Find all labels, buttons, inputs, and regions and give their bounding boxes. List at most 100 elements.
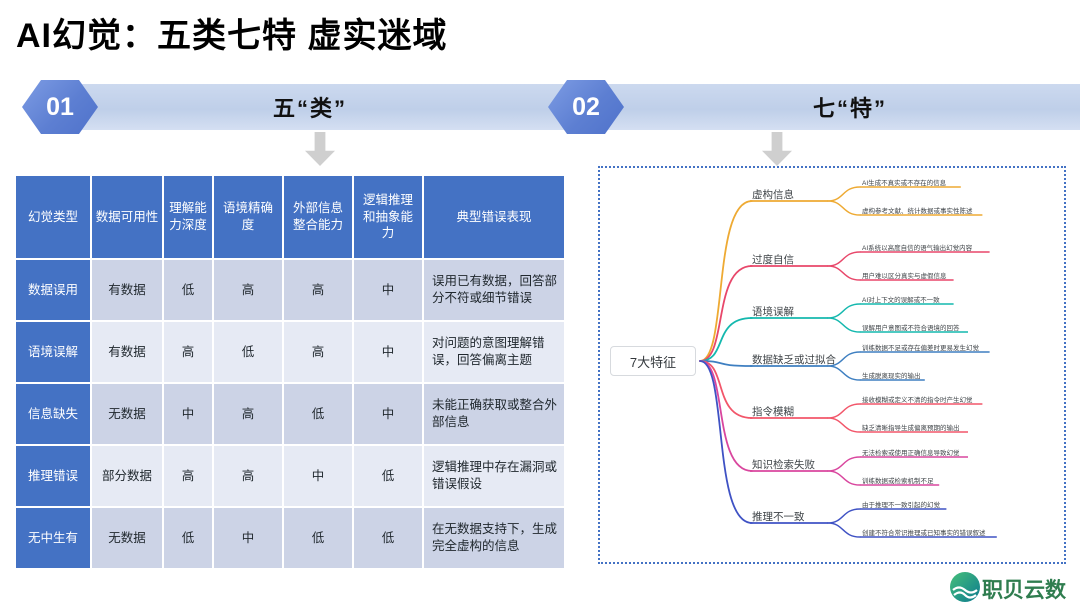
col-header-reasoning: 逻辑推理和抽象能力 (354, 176, 422, 258)
cell-availability: 有数据 (92, 322, 162, 382)
mindmap-branch-label: 推理不一致 (752, 511, 805, 523)
mindmap-branch-label: 语境误解 (752, 306, 794, 318)
down-arrow-icon-right (762, 132, 792, 166)
cell-external: 高 (284, 260, 352, 320)
table-row: 语境误解 有数据 高 低 高 中 对问题的意图理解错误，回答偏离主题 (16, 322, 564, 382)
cell-availability: 部分数据 (92, 446, 162, 506)
cell-availability: 有数据 (92, 260, 162, 320)
mindmap-leaf-link (827, 265, 861, 281)
hallucination-types-table: 幻觉类型 数据可用性 理解能力深度 语境精确度 外部信息整合能力 逻辑推理和抽象… (14, 174, 566, 570)
mindmap-panel: 7大特征 虚构信息 AI生成不真实或不存在的信息虚构参考文献、统计数据或事实性陈述… (598, 166, 1066, 564)
mindmap-leaf-link (827, 417, 861, 433)
table-row: 信息缺失 无数据 中 高 低 中 未能正确获取或整合外部信息 (16, 384, 564, 444)
cell-reasoning: 中 (354, 260, 422, 320)
mindmap-branch-label: 知识检索失败 (752, 459, 815, 471)
mindmap-branch-label: 指令模糊 (752, 406, 794, 418)
cell-availability: 无数据 (92, 384, 162, 444)
cell-external: 高 (284, 322, 352, 382)
cell-error: 未能正确获取或整合外部信息 (424, 384, 564, 444)
mindmap-leaf-link (827, 522, 861, 538)
mindmap-leaf-label: 无法检索或使用正确信息导致幻觉 (862, 450, 960, 457)
table-row: 无中生有 无数据 低 中 低 低 在无数据支持下，生成完全虚构的信息 (16, 508, 564, 568)
mindmap-leaf-label: 训练数据或检索机制不足 (862, 478, 934, 485)
mindmap-leaf-label: 由于推理不一致引起的幻觉 (862, 502, 940, 509)
cell-error: 逻辑推理中存在漏洞或错误假设 (424, 446, 564, 506)
col-header-type: 幻觉类型 (16, 176, 90, 258)
mindmap-leaf-label: 生成脱离现实的输出 (862, 373, 921, 380)
mindmap-branch-link (699, 360, 753, 367)
mindmap-leaf-label: AI系统以高度自信的语气输出幻觉内容 (862, 245, 973, 252)
mindmap-leaf-link (827, 186, 861, 202)
table-row: 推理错误 部分数据 高 高 中 低 逻辑推理中存在漏洞或错误假设 (16, 446, 564, 506)
mindmap-leaf-link (827, 470, 861, 486)
cell-context: 高 (214, 446, 282, 506)
cell-reasoning: 中 (354, 322, 422, 382)
mindmap-leaf-label: 误解用户意图或不符合语境的回答 (862, 325, 960, 332)
section-number-02: 02 (548, 80, 624, 134)
mindmap-leaf-link (827, 456, 861, 472)
mindmap-leaf-link (827, 403, 861, 419)
col-header-context: 语境精确度 (214, 176, 282, 258)
cell-context: 高 (214, 384, 282, 444)
cell-type: 语境误解 (16, 322, 90, 382)
cell-error: 对问题的意图理解错误，回答偏离主题 (424, 322, 564, 382)
cell-comprehension: 低 (164, 260, 212, 320)
mindmap-branch-label: 过度自信 (752, 254, 794, 266)
cell-context: 低 (214, 322, 282, 382)
mindmap-leaf-link (827, 200, 861, 216)
mindmap-leaf-label: AI对上下文的误解或不一致 (862, 297, 940, 304)
cell-type: 无中生有 (16, 508, 90, 568)
mindmap-leaf-label: AI生成不真实或不存在的信息 (862, 180, 947, 187)
mindmap-branch-link (699, 360, 753, 419)
mindmap-leaf-label: 训练数据不足或存在偏差时更易发生幻觉 (862, 345, 979, 352)
section-bar-row: 01 02 五“类” 七“特” (0, 80, 1080, 134)
down-arrow-icon-left (305, 132, 335, 166)
section-band-2 (600, 84, 1080, 130)
mindmap-branch-link (699, 265, 753, 362)
cell-comprehension: 低 (164, 508, 212, 568)
table-header-row: 幻觉类型 数据可用性 理解能力深度 语境精确度 外部信息整合能力 逻辑推理和抽象… (16, 176, 564, 258)
cell-error: 在无数据支持下，生成完全虚构的信息 (424, 508, 564, 568)
wave-globe-logo-icon (950, 572, 980, 602)
brand-name: 职贝云数 (982, 579, 1066, 602)
mindmap-branch-link (699, 360, 753, 472)
mindmap-leaf-label: 接收模糊或定义不清的指令时产生幻觉 (862, 397, 973, 404)
cell-type: 信息缺失 (16, 384, 90, 444)
cell-external: 低 (284, 384, 352, 444)
mindmap-root-node: 7大特征 (610, 346, 696, 376)
cell-context: 中 (214, 508, 282, 568)
cell-external: 中 (284, 446, 352, 506)
section-label-02: 七“特” (812, 96, 887, 121)
col-header-external: 外部信息整合能力 (284, 176, 352, 258)
mindmap-leaf-label: 创建不符合常识推理或已知事实的错误叙述 (862, 530, 986, 537)
cell-context: 高 (214, 260, 282, 320)
cell-type: 数据误用 (16, 260, 90, 320)
cell-comprehension: 中 (164, 384, 212, 444)
brand-logo: 职贝云数 (948, 570, 1070, 604)
cell-comprehension: 高 (164, 446, 212, 506)
mindmap-leaf-label: 缺乏清晰指导生成偏离预期的输出 (862, 425, 960, 432)
mindmap-leaf-link (827, 303, 861, 319)
mindmap-connectors (699, 186, 997, 538)
col-header-availability: 数据可用性 (92, 176, 162, 258)
cell-type: 推理错误 (16, 446, 90, 506)
col-header-comprehension: 理解能力深度 (164, 176, 212, 258)
cell-comprehension: 高 (164, 322, 212, 382)
cell-external: 低 (284, 508, 352, 568)
mindmap-branch-link (699, 317, 753, 362)
mindmap-leaf-label: 虚构参考文献、统计数据或事实性陈述 (862, 208, 973, 215)
mindmap-branch-label: 虚构信息 (752, 189, 794, 201)
mindmap-leaf-link (827, 508, 861, 524)
section-label-01: 五“类” (272, 96, 347, 121)
cell-reasoning: 中 (354, 384, 422, 444)
cell-error: 误用已有数据，回答部分不符或细节错误 (424, 260, 564, 320)
mindmap-leaf-link (827, 365, 861, 381)
cell-reasoning: 低 (354, 508, 422, 568)
mindmap-leaf-link (827, 251, 861, 267)
cell-reasoning: 低 (354, 446, 422, 506)
mindmap-branch-link (699, 360, 753, 524)
section-band-1 (58, 84, 568, 130)
col-header-error: 典型错误表现 (424, 176, 564, 258)
table-row: 数据误用 有数据 低 高 高 中 误用已有数据，回答部分不符或细节错误 (16, 260, 564, 320)
page-title: AI幻觉：五类七特 虚实迷域 (16, 17, 448, 55)
